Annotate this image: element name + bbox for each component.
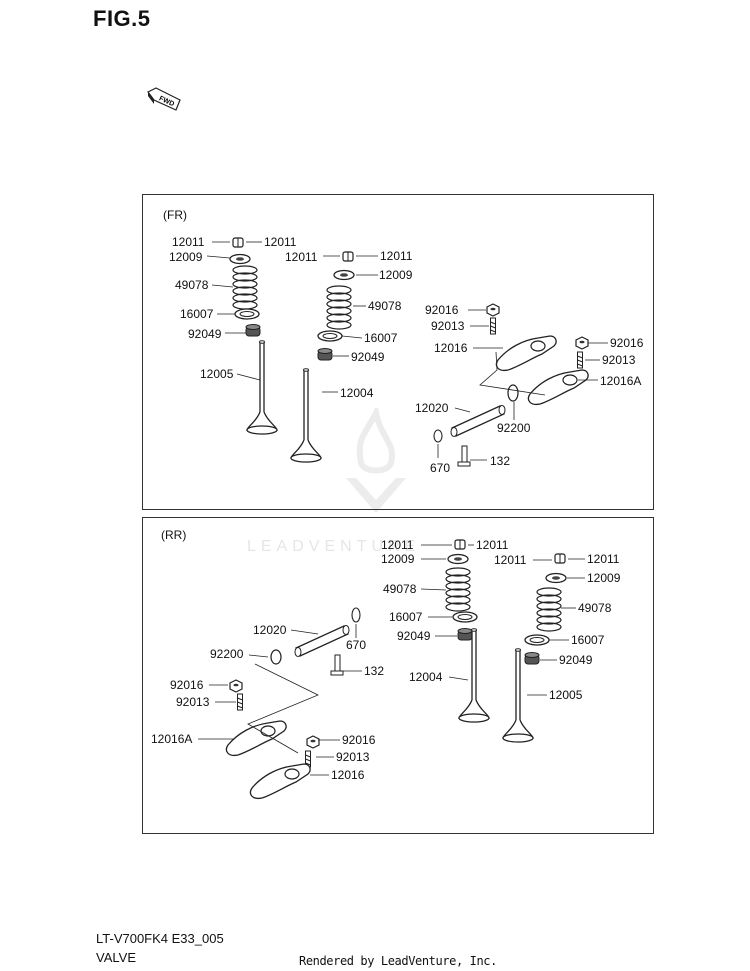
fr-callout-screw-a: 92013 [431, 319, 465, 333]
model-code: LT-V700FK4 E33_005 [96, 931, 224, 946]
rr-callout-rocker-arm-a: 12016A [151, 732, 193, 746]
fr-callout-rocker-arm: 12016 [434, 341, 468, 355]
fr-callout-cotter-right: 12011 [264, 235, 297, 249]
rr-callout-screw-a: 92013 [176, 695, 210, 709]
rr-callout-cotter-left: 12011 [381, 538, 414, 552]
rr-callout-retainer: 12009 [381, 552, 415, 566]
rr-callout-spring: 49078 [383, 582, 417, 596]
front-panel-label: (FR) [163, 208, 187, 222]
front-valve-panel [142, 194, 654, 510]
fr-callout-seat: 16007 [180, 307, 214, 321]
fr-callout-screw-b: 92013 [602, 353, 636, 367]
fr-callout-valve-exhaust: 12005 [200, 367, 234, 381]
rr-callout-seal-b: 92049 [559, 653, 593, 667]
fr-callout-spring: 49078 [175, 278, 209, 292]
rr-callout-nut-a: 92016 [170, 678, 204, 692]
rr-callout-valve-exhaust: 12005 [549, 688, 583, 702]
rr-callout-bolt: 132 [364, 664, 385, 678]
section-name: VALVE [96, 950, 136, 965]
rr-callout-oring: 670 [346, 638, 367, 652]
rr-callout-valve-intake: 12004 [409, 670, 443, 684]
rr-callout-seat: 16007 [389, 610, 423, 624]
fr-callout-rocker-arm-a: 12016A [600, 374, 642, 388]
rr-callout-washer: 92200 [210, 647, 244, 661]
fr-callout-oring: 670 [430, 461, 451, 475]
fr-callout-shaft: 12020 [415, 401, 449, 415]
rear-valve-panel [142, 517, 654, 834]
watermark-logo-icon [346, 408, 406, 513]
fr-callout-seal: 92049 [188, 327, 222, 341]
fr-callout-retainer-b: 12009 [379, 268, 413, 282]
rr-callout-spring-b: 49078 [578, 601, 612, 615]
rr-callout-cotter-right: 12011 [476, 538, 509, 552]
watermark-text: LEADVENTURE [247, 538, 421, 555]
rr-callout-seal: 92049 [397, 629, 431, 643]
forward-arrow-icon: FWD [147, 87, 181, 111]
fr-callout-nut-a: 92016 [425, 303, 459, 317]
fr-callout-seal-b: 92049 [351, 350, 385, 364]
fr-callout-cotter-left: 12011 [172, 235, 205, 249]
rr-callout-retainer-b: 12009 [587, 571, 621, 585]
fr-callout-cotter-b-left: 12011 [285, 250, 318, 264]
fr-callout-retainer: 12009 [169, 250, 203, 264]
rr-callout-shaft: 12020 [253, 623, 287, 637]
rr-callout-rocker-arm: 12016 [331, 768, 365, 782]
rr-callout-cotter-b-right: 12011 [587, 552, 620, 566]
rear-panel-label: (RR) [161, 528, 187, 542]
fr-callout-bolt: 132 [490, 454, 511, 468]
rr-callout-screw-b: 92013 [336, 750, 370, 764]
fr-callout-washer: 92200 [497, 421, 531, 435]
figure-title: FIG.5 [93, 6, 151, 31]
fr-callout-spring-b: 49078 [368, 299, 402, 313]
fr-callout-cotter-b-right: 12011 [380, 249, 413, 263]
rr-callout-cotter-b-left: 12011 [494, 553, 527, 567]
fr-callout-nut-b: 92016 [610, 336, 644, 350]
rendered-by-credit: Rendered by LeadVenture, Inc. [299, 954, 497, 968]
fr-callout-seat-b: 16007 [364, 331, 398, 345]
rr-callout-seat-b: 16007 [571, 633, 605, 647]
fr-callout-valve-intake: 12004 [340, 386, 374, 400]
rr-callout-nut-b: 92016 [342, 733, 376, 747]
